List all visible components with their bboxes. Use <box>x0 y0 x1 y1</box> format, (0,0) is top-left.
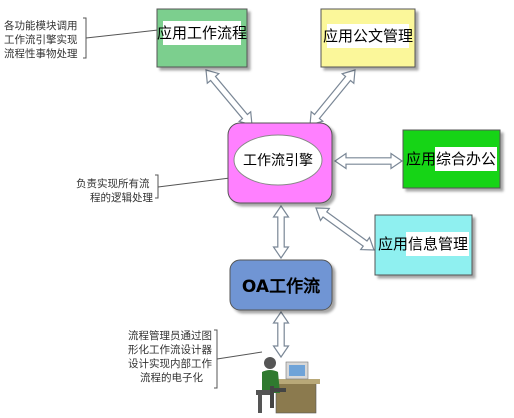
note-top-line-3: 流程性事物处理 <box>4 47 78 60</box>
note-top: 各功能模块调用 工作流引擎实现 流程性事物处理 <box>4 19 78 60</box>
module-app-workflow-label-bg <box>163 21 241 45</box>
module-app-document-label-bg <box>327 24 409 48</box>
module-app-office-label: 应用综合办公 <box>406 150 496 168</box>
note-bottom-line-1: 流程管理员通过图 <box>128 329 212 342</box>
note-brackets <box>83 17 263 389</box>
arrow-document-engine <box>309 69 356 126</box>
module-app-document-label: 应用公文管理 <box>323 27 413 45</box>
note-middle-line-2: 程的逻辑处理 <box>90 191 153 204</box>
note-top-line-1: 各功能模块调用 <box>4 19 78 32</box>
workflow-engine-ellipse <box>233 134 323 186</box>
module-app-office: 应用综合办公 <box>402 129 501 189</box>
arrow-engine-office <box>333 152 404 170</box>
module-app-info: 应用信息管理 <box>374 214 473 276</box>
oa-workflow-box <box>229 259 333 311</box>
arrow-engine-oa <box>272 204 290 260</box>
note-middle-line-1: 负责实现所有流 <box>76 177 150 190</box>
module-app-workflow: 应用工作流程 <box>156 8 248 68</box>
note-bottom-line-3: 设计实现内部工作 <box>128 357 212 370</box>
note-bottom-leader <box>216 351 263 360</box>
module-app-workflow-label: 应用工作流程 <box>157 24 247 42</box>
note-top-bracket <box>83 17 87 59</box>
note-middle-leader <box>157 177 231 188</box>
note-middle: 负责实现所有流 程的逻辑处理 <box>76 177 153 204</box>
note-bottom-line-2: 形化工作流设计器 <box>128 343 212 356</box>
arrow-oa-user <box>272 310 290 359</box>
workflow-engine: 工作流引擎 <box>227 122 333 204</box>
arrow-engine-info <box>315 207 375 251</box>
arrow-workflow-engine <box>205 69 253 126</box>
note-top-leader <box>85 29 159 39</box>
module-app-info-label: 应用信息管理 <box>378 235 468 253</box>
oa-workflow: OA工作流 <box>229 259 333 311</box>
computer-user-icon <box>256 357 320 414</box>
note-bottom: 流程管理员通过图 形化工作流设计器 设计实现内部工作 流程的电子化 <box>128 329 212 384</box>
workflow-engine-label: 工作流引擎 <box>243 153 313 169</box>
note-top-line-2: 工作流引擎实现 <box>4 33 78 46</box>
note-bottom-bracket <box>214 329 218 389</box>
connector-arrows <box>205 69 404 359</box>
module-app-office-label-bg <box>435 147 497 171</box>
note-bottom-line-4: 流程的电子化 <box>140 371 203 384</box>
module-app-info-label-bg <box>406 232 469 256</box>
note-middle-bracket <box>155 174 159 199</box>
oa-workflow-label: OA工作流 <box>242 276 320 297</box>
module-app-document: 应用公文管理 <box>320 8 416 68</box>
